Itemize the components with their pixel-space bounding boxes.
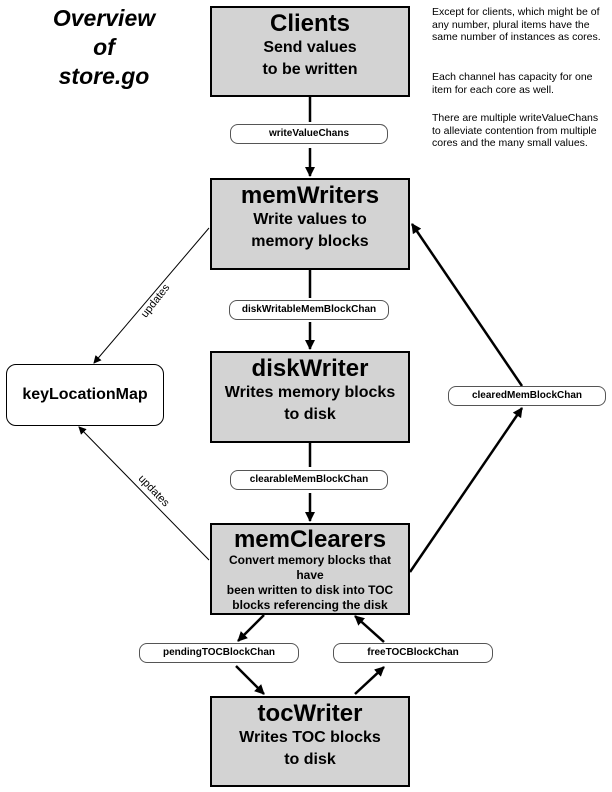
memclearers-title: memClearers — [233, 526, 387, 553]
memwriters-title: memWriters — [240, 182, 380, 209]
arrow-memclearers-to-cleared — [408, 407, 524, 573]
channel-clearablememblockchan: clearableMemBlockChan — [230, 470, 388, 490]
arrow-pending-to-tocwriter — [235, 665, 265, 695]
channel-freetocblockchan: freeTOCBlockChan — [333, 643, 493, 663]
memwriters-desc-1: Write values to — [253, 211, 367, 228]
channel-diskwritablememblockchan: diskWritableMemBlockChan — [229, 300, 389, 320]
title-line-3: store.go — [58, 63, 150, 89]
keylocationmap-box: keyLocationMap — [6, 364, 164, 426]
note-channel-capacity: Each channel has capacity for one item f… — [432, 71, 593, 96]
page-title: Overview of store.go — [34, 4, 174, 91]
memwriters-desc-2: memory blocks — [251, 233, 369, 250]
arrow-free-to-memclearers — [354, 615, 385, 643]
note-clients: Except for clients, which might be of an… — [432, 6, 601, 43]
clients-desc-2: to be written — [262, 61, 358, 78]
arrow-memwriters-updates-map — [93, 227, 210, 364]
channel-clearedmemblockchan: clearedMemBlockChan — [448, 386, 606, 406]
clients-desc-1: Send values — [263, 39, 357, 56]
diskwriter-title: diskWriter — [251, 355, 369, 382]
tocwriter-title: tocWriter — [257, 700, 363, 727]
memwriters-box: memWriters Write values to memory blocks — [210, 178, 410, 270]
clients-title: Clients — [269, 10, 350, 37]
arrow-memclearers-updates-map — [78, 426, 210, 561]
memclearers-desc-1: Convert memory blocks that have — [228, 553, 392, 582]
diskwriter-desc-2: to disk — [284, 406, 336, 423]
diskwriter-desc-1: Writes memory blocks — [224, 384, 396, 401]
memclearers-desc-2: been written to disk into TOC — [226, 583, 394, 597]
diskwriter-box: diskWriter Writes memory blocks to disk — [210, 351, 410, 443]
title-line-1: Overview — [52, 5, 156, 31]
arrow-memclearers-to-pending — [237, 614, 265, 642]
tocwriter-desc-1: Writes TOC blocks — [239, 729, 381, 746]
tocwriter-desc-2: to disk — [284, 751, 336, 768]
channel-writevaluechans: writeValueChans — [230, 124, 388, 144]
memclearers-box: memClearers Convert memory blocks that h… — [210, 523, 410, 615]
memclearers-desc-3: blocks referencing the disk — [232, 598, 388, 612]
tocwriter-box: tocWriter Writes TOC blocks to disk — [210, 696, 410, 787]
note-writevaluechans: There are multiple writeValueChans to al… — [432, 112, 599, 149]
clients-box: Clients Send values to be written — [210, 6, 410, 97]
arrow-cleared-to-memwriters — [410, 223, 524, 387]
title-line-2: of — [93, 34, 115, 60]
arrow-tocwriter-to-free — [354, 666, 385, 695]
channel-pendingtocblockchan: pendingTOCBlockChan — [139, 643, 299, 663]
